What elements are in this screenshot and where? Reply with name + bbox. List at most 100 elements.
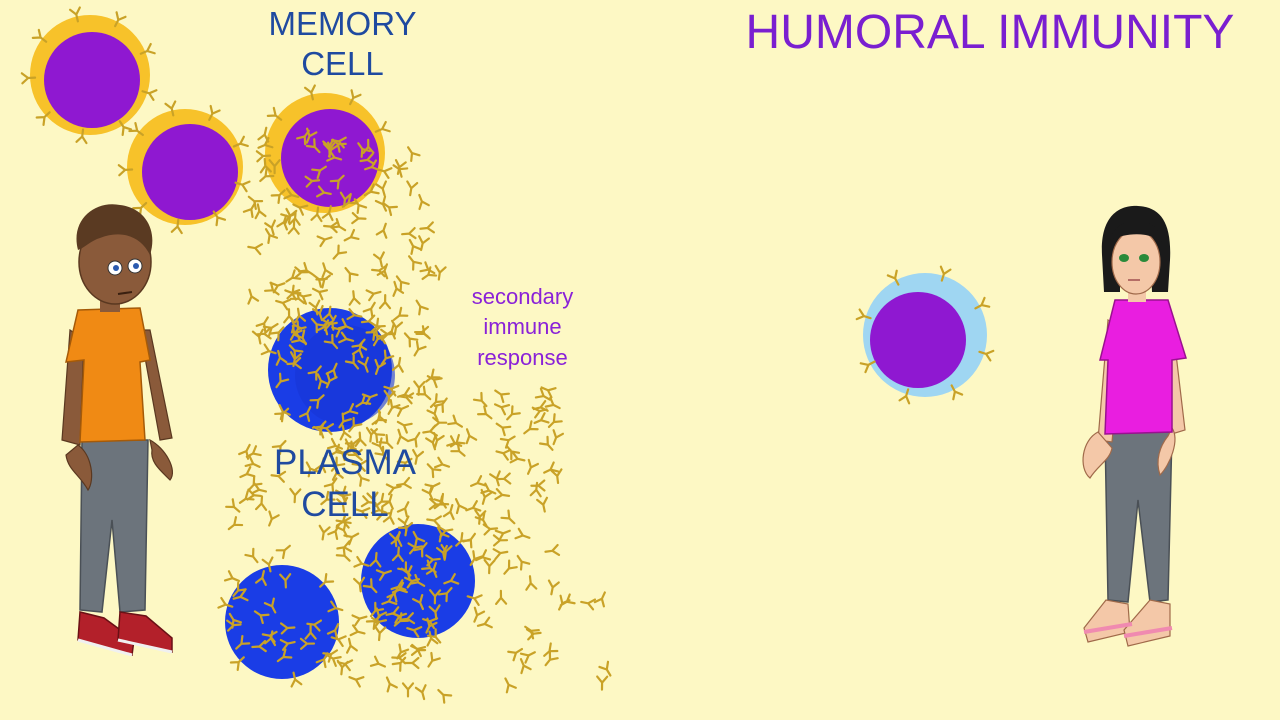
antibody <box>375 221 392 239</box>
antibody <box>351 610 369 627</box>
antibody <box>402 143 421 162</box>
antibody <box>328 244 348 264</box>
antibody <box>519 646 539 664</box>
antibody <box>483 558 496 575</box>
antibody <box>531 412 550 429</box>
antibody <box>579 595 597 611</box>
antibody <box>393 400 412 417</box>
memory-cell <box>20 6 158 145</box>
antibody <box>414 684 431 702</box>
secondary-response-label: secondary immune response <box>440 282 605 373</box>
antibody <box>369 655 389 673</box>
antibody <box>347 289 361 306</box>
antibody <box>468 606 486 625</box>
antibody <box>491 385 510 404</box>
antibody <box>462 529 481 549</box>
antibody <box>412 380 426 397</box>
antibody <box>264 219 280 237</box>
antibody <box>381 674 398 693</box>
antibody <box>343 636 358 654</box>
antibody <box>246 240 264 256</box>
plasma-cell-label-line: CELL <box>301 485 389 524</box>
page-title: HUMORAL IMMUNITY <box>745 6 1235 59</box>
antibody <box>502 405 521 424</box>
antibody <box>547 429 565 448</box>
antibody <box>413 192 430 211</box>
antibody <box>251 328 267 346</box>
antibody <box>316 231 335 248</box>
memory-cell-label-line: CELL <box>301 44 384 82</box>
antibody <box>476 405 496 424</box>
antibody <box>282 308 296 324</box>
antibody <box>330 217 349 236</box>
antibody <box>475 616 493 632</box>
antibody <box>374 195 392 214</box>
antibody <box>372 251 388 269</box>
antibody <box>260 225 279 245</box>
antibody <box>418 221 435 235</box>
antibody <box>349 624 367 640</box>
antibody <box>540 650 559 670</box>
memory-cell-label: MEMORY CELL <box>230 4 455 83</box>
antibody <box>316 524 331 542</box>
antibody <box>404 656 420 670</box>
antibody <box>492 418 512 437</box>
antibody <box>536 496 551 514</box>
antibody <box>243 287 260 305</box>
antibody <box>523 574 538 591</box>
antibody <box>423 651 441 671</box>
antibody <box>365 285 383 302</box>
antibody <box>509 451 527 467</box>
antibody <box>530 479 546 492</box>
antibody <box>244 547 263 567</box>
memory-cell <box>255 84 393 223</box>
antibody <box>346 671 365 688</box>
antibody <box>407 640 427 658</box>
antibody <box>494 589 508 605</box>
antibody <box>404 180 419 197</box>
b-cell <box>855 265 995 405</box>
secondary-response-label-line: secondary <box>471 284 574 309</box>
antibody <box>411 296 429 316</box>
antibody <box>499 559 518 579</box>
antibody <box>375 180 391 198</box>
antibody <box>593 589 611 608</box>
memory-cell-label-line: MEMORY <box>268 5 417 42</box>
girl-character <box>1082 205 1187 647</box>
antibody <box>461 426 478 445</box>
antibody <box>409 340 427 360</box>
antibody <box>401 682 415 698</box>
antibody <box>404 252 423 271</box>
antibody <box>491 398 511 416</box>
antibody <box>514 527 533 544</box>
antibody <box>378 293 392 310</box>
antibody <box>275 540 295 560</box>
antibody <box>413 325 430 339</box>
antibody <box>297 261 317 280</box>
memory-cell <box>117 100 251 235</box>
antibody <box>422 368 441 387</box>
antibody <box>499 431 519 449</box>
antibody <box>545 579 560 597</box>
antibody <box>500 509 519 528</box>
antibody <box>472 391 492 411</box>
antibody <box>341 228 360 246</box>
antibody <box>433 685 453 704</box>
boy-character <box>61 204 173 657</box>
antibody <box>309 283 329 301</box>
plasma-cell-label: PLASMA CELL <box>240 442 450 526</box>
antibody <box>351 211 367 225</box>
plasma-cell-label-line: PLASMA <box>274 443 416 482</box>
antibody <box>373 625 387 642</box>
antibody <box>450 495 468 515</box>
secondary-response-label-line: response <box>477 344 568 370</box>
antibody <box>522 458 540 477</box>
antibody <box>362 299 381 318</box>
antibody <box>595 675 609 691</box>
antibody <box>492 545 510 561</box>
antibody <box>391 356 407 373</box>
antibody <box>468 475 487 492</box>
secondary-response-label-line: immune <box>483 314 562 340</box>
